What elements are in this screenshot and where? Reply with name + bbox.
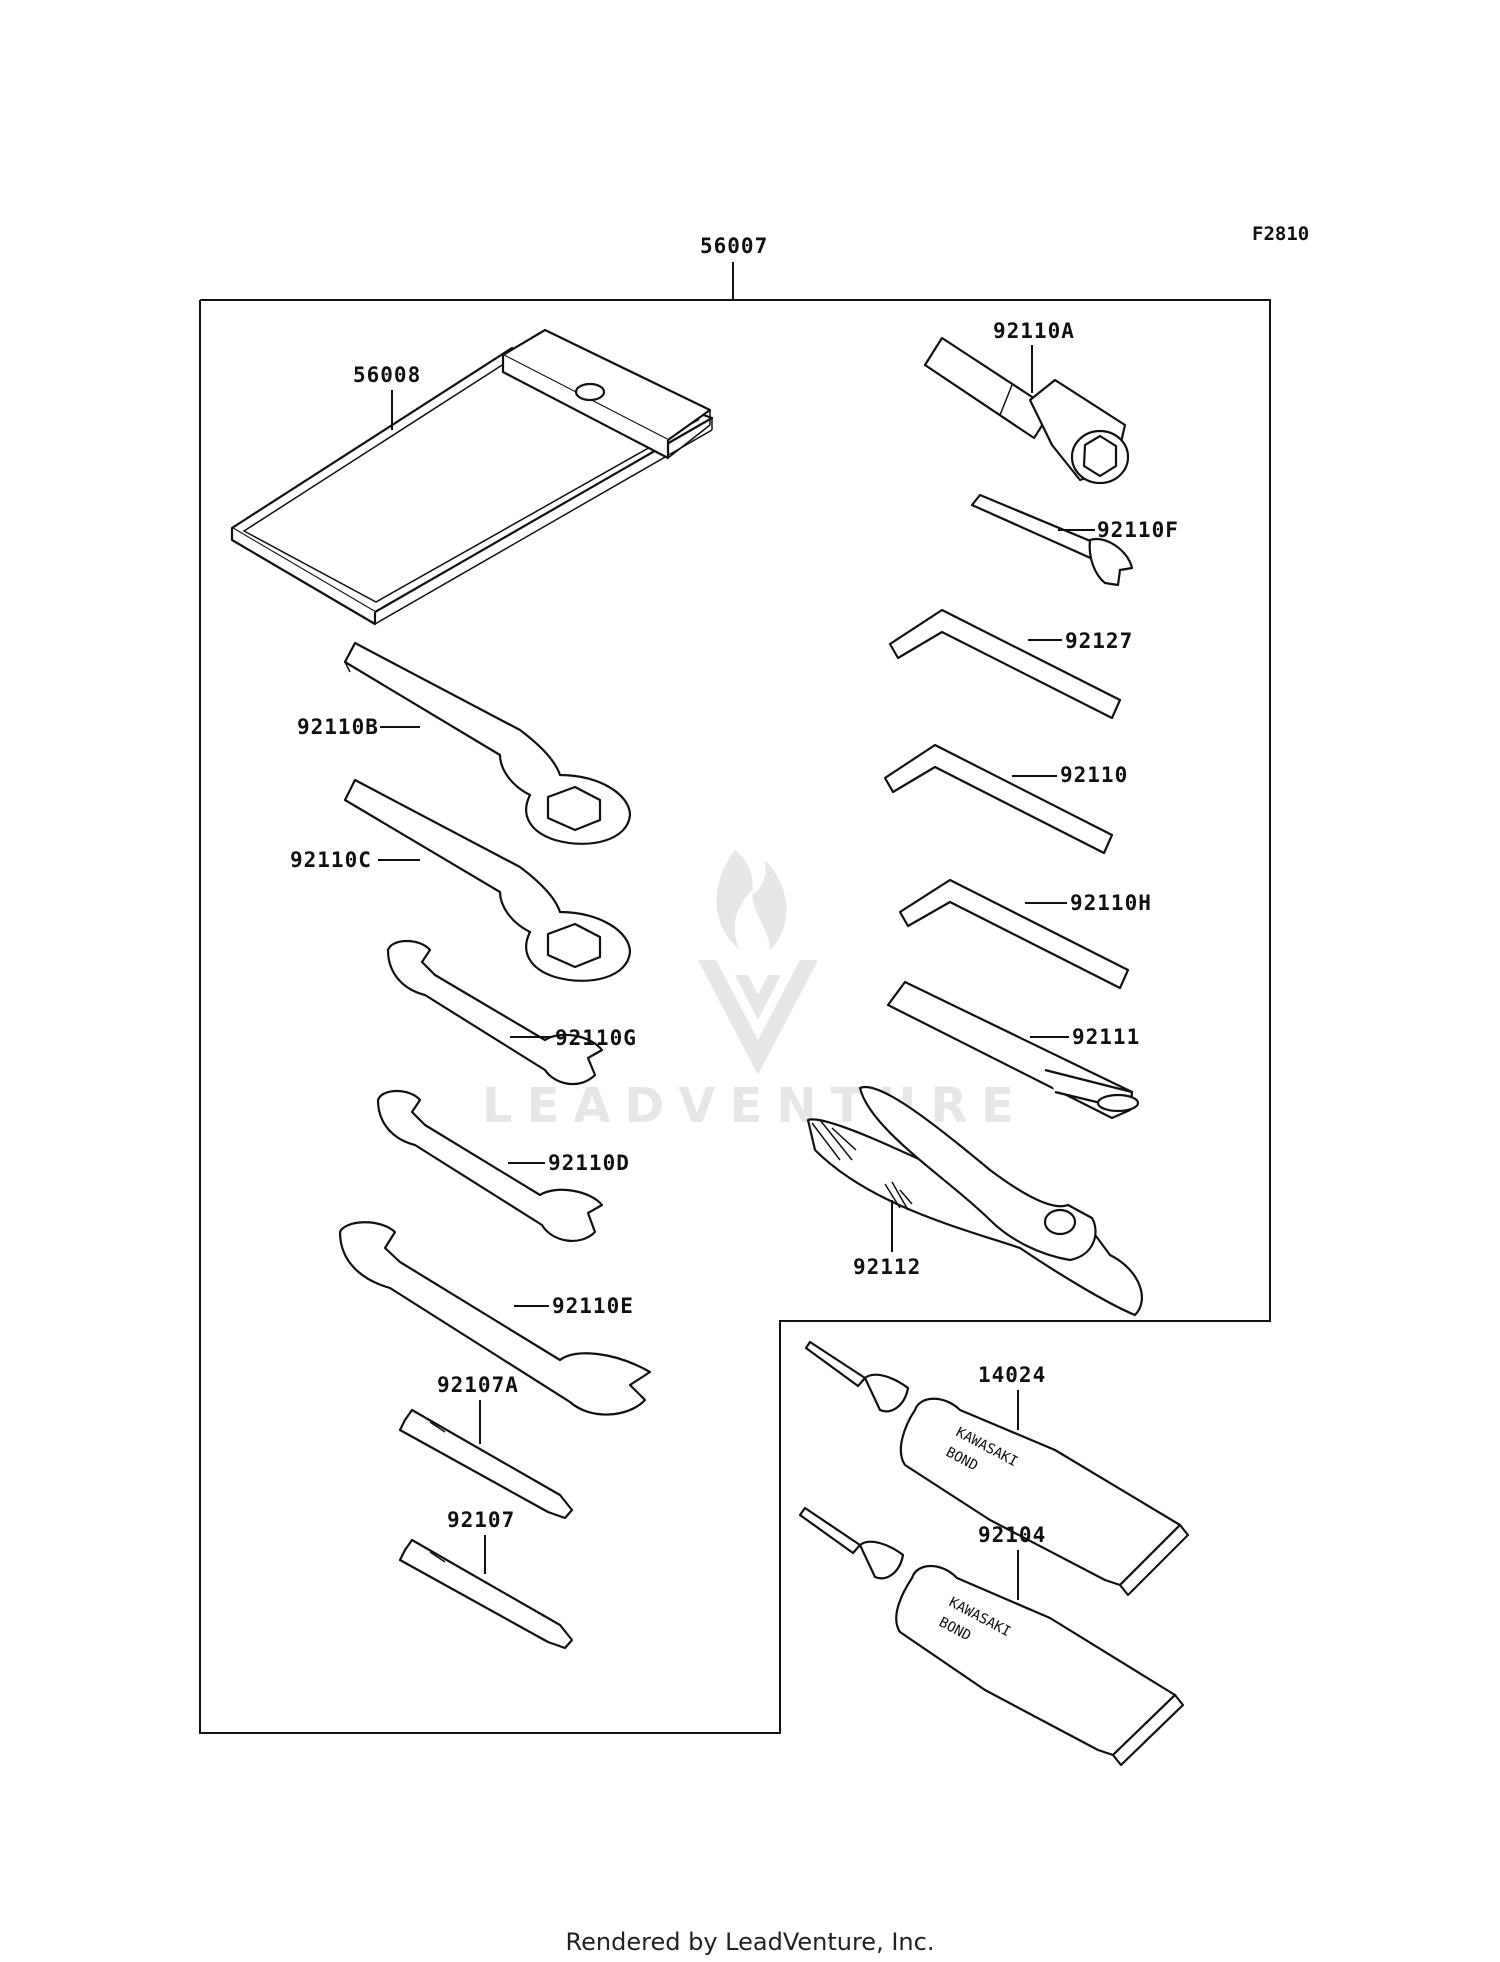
callout-92111: 92111 <box>1072 1025 1140 1049</box>
callout-92110G: 92110G <box>555 1026 637 1050</box>
callout-92112: 92112 <box>853 1255 921 1279</box>
ring-wrench-92110C <box>343 778 632 982</box>
box-wrench-92110A <box>923 336 1130 485</box>
callout-92110B: 92110B <box>297 715 379 739</box>
callout-56007: 56007 <box>700 234 768 258</box>
leadventure-watermark-logo <box>698 850 818 1075</box>
bond-tube-92104: KAWASAKI BOND <box>798 1506 1185 1767</box>
hex-key-92127 <box>888 608 1122 720</box>
screwdriver-bit-92107A <box>398 1408 574 1520</box>
hex-key-92110H <box>898 878 1130 990</box>
footer-credit: Rendered by LeadVenture, Inc. <box>565 1928 935 1956</box>
pliers-92112 <box>806 1085 1143 1317</box>
callout-92110H: 92110H <box>1070 891 1152 915</box>
open-wrench-92110E <box>338 1221 652 1416</box>
watermark-text: LEADVENTURE <box>482 1078 1028 1134</box>
figure-code: F2810 <box>1252 223 1309 245</box>
screwdriver-bit-92107 <box>398 1538 574 1650</box>
callout-92107: 92107 <box>447 1508 515 1532</box>
callout-14024: 14024 <box>978 1363 1046 1387</box>
small-wrench-92110F <box>970 493 1134 587</box>
handle-92111 <box>886 980 1140 1120</box>
bond-tube-14024: KAWASAKI BOND <box>804 1340 1190 1597</box>
assembly-frame <box>199 299 1271 1734</box>
hex-key-92110 <box>883 743 1114 855</box>
callout-56008: 56008 <box>353 363 421 387</box>
callout-92104: 92104 <box>978 1523 1046 1547</box>
open-wrench-92110G <box>386 939 604 1086</box>
callout-92110E: 92110E <box>552 1294 634 1318</box>
callout-92110C: 92110C <box>290 848 372 872</box>
callout-92110A: 92110A <box>993 319 1075 343</box>
callout-92110: 92110 <box>1060 763 1128 787</box>
tool-bag-56008 <box>230 328 714 626</box>
callout-92110F: 92110F <box>1097 518 1179 542</box>
callout-92127: 92127 <box>1065 629 1133 653</box>
open-wrench-92110D <box>376 1089 604 1242</box>
callout-92107A: 92107A <box>437 1373 519 1397</box>
callout-92110D: 92110D <box>548 1151 630 1175</box>
ring-wrench-92110B <box>343 641 632 845</box>
